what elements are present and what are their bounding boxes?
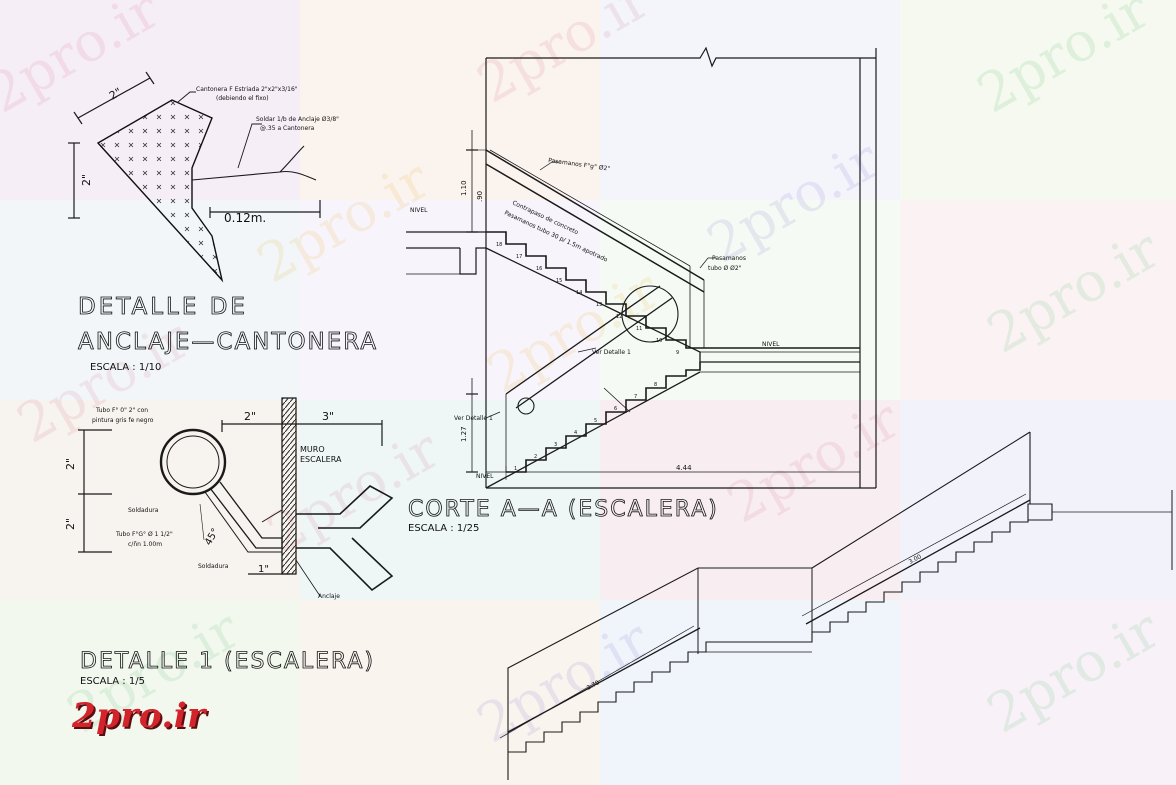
step-number: 15	[556, 278, 562, 284]
anclaje-detail	[68, 71, 321, 283]
brand-logo: 2pro.ir	[72, 696, 206, 736]
corte-title: CORTE A—A (ESCALERA)	[408, 497, 719, 522]
corte-nivel-1: NIVEL	[410, 207, 428, 214]
corte-label-ver-detalle-b: Ver Detalle 1	[454, 415, 493, 422]
det1-note-tubo-2: pintura gris fe negro	[92, 417, 154, 424]
anclaje-title-2: ANCLAJE—CANTONERA	[78, 329, 378, 355]
corte-dim-110: 1.10	[460, 180, 468, 196]
det1-label-escalera: ESCALERA	[300, 455, 342, 464]
det1-scale: ESCALA : 1/5	[80, 676, 145, 687]
corte-dim-90: .90	[476, 191, 484, 202]
corte-dim-127: 1.27	[460, 426, 468, 442]
detalle-1	[78, 397, 394, 597]
step-number: 2	[534, 454, 537, 460]
anclaje-title-1: DETALLE DE	[78, 294, 248, 320]
anclaje-dim-top: 2"	[107, 85, 124, 102]
step-number: 3	[554, 442, 557, 448]
note-soldar-2: @.35 a Cantonera	[260, 125, 315, 132]
step-number: 5	[594, 418, 597, 424]
step-number: 8	[654, 382, 657, 388]
corte-label-pasamanos-top: Pasamanos F°g° Ø2"	[548, 157, 611, 173]
det1-note-tubo-fg: Tubo F°G° Ø 1 1/2"	[115, 531, 173, 538]
det1-dim-1: 1"	[258, 564, 269, 575]
det1-label-muro: MURO	[300, 445, 325, 454]
corte-label-pasamanos-side-2: tubo Ø Ø2"	[708, 265, 742, 272]
det1-note-tubo-fg-2: c/ñn 1.00m	[128, 541, 162, 548]
isometric-stair	[499, 431, 1173, 780]
det1-dim-angle: 45°	[203, 527, 221, 548]
det1-note-soldadura-1: Soldadura	[128, 507, 159, 514]
det1-title: DETALLE 1 (ESCALERA)	[80, 649, 375, 674]
det1-dim-v2: 2"	[64, 518, 77, 530]
step-number: 6	[614, 406, 617, 412]
det1-note-tubo: Tubo F° 0" 2" con	[95, 407, 148, 414]
note-cantonera-2: (debiendo el fixo)	[216, 95, 269, 102]
step-number: 18	[496, 242, 502, 248]
corte-nivel-3: NIVEL	[476, 473, 494, 480]
anclaje-dim-rod: 0.12m.	[224, 211, 266, 225]
step-number: 7	[634, 394, 637, 400]
det1-note-soldadura-2: Soldadura	[198, 563, 229, 570]
step-number: 14	[576, 290, 582, 296]
det1-dim-2a: 2"	[244, 410, 256, 423]
note-cantonera: Cantonera F Estriada 2"x2"x3/16"	[196, 86, 298, 93]
corte-label-ver-detalle-a: Ver Detalle 1	[592, 349, 631, 356]
corte-lower-step-labels: 1 2 3 4 5 6 7 8	[514, 382, 657, 472]
det1-note-anclaje: Anclaje	[318, 593, 340, 600]
det1-dim-v1: 2"	[64, 458, 77, 470]
corte-upper-step-labels: 18 17 16 15 14 13 12 11 10 9	[496, 242, 679, 356]
step-number: 12	[616, 314, 622, 320]
step-number: 11	[636, 326, 642, 332]
anclaje-scale: ESCALA : 1/10	[90, 362, 161, 373]
corte-section	[406, 46, 877, 489]
step-number: 17	[516, 254, 522, 260]
step-number: 16	[536, 266, 542, 272]
step-number: 9	[676, 350, 679, 356]
anclaje-dim-side: 2"	[80, 174, 93, 186]
note-soldar: Soldar 1/b de Anclaje Ø3/8"	[256, 116, 339, 123]
step-number: 13	[596, 302, 602, 308]
corte-scale: ESCALA : 1/25	[408, 523, 479, 534]
step-number: 10	[656, 338, 662, 344]
corte-nivel-2: NIVEL	[762, 341, 780, 348]
step-number: 1	[514, 466, 517, 472]
det1-dim-3: 3"	[322, 410, 334, 423]
corte-label-pasamanos-side: Pasamanos	[712, 255, 746, 262]
corte-dim-horizontal: 4.44	[676, 464, 692, 472]
step-number: 4	[574, 430, 577, 436]
